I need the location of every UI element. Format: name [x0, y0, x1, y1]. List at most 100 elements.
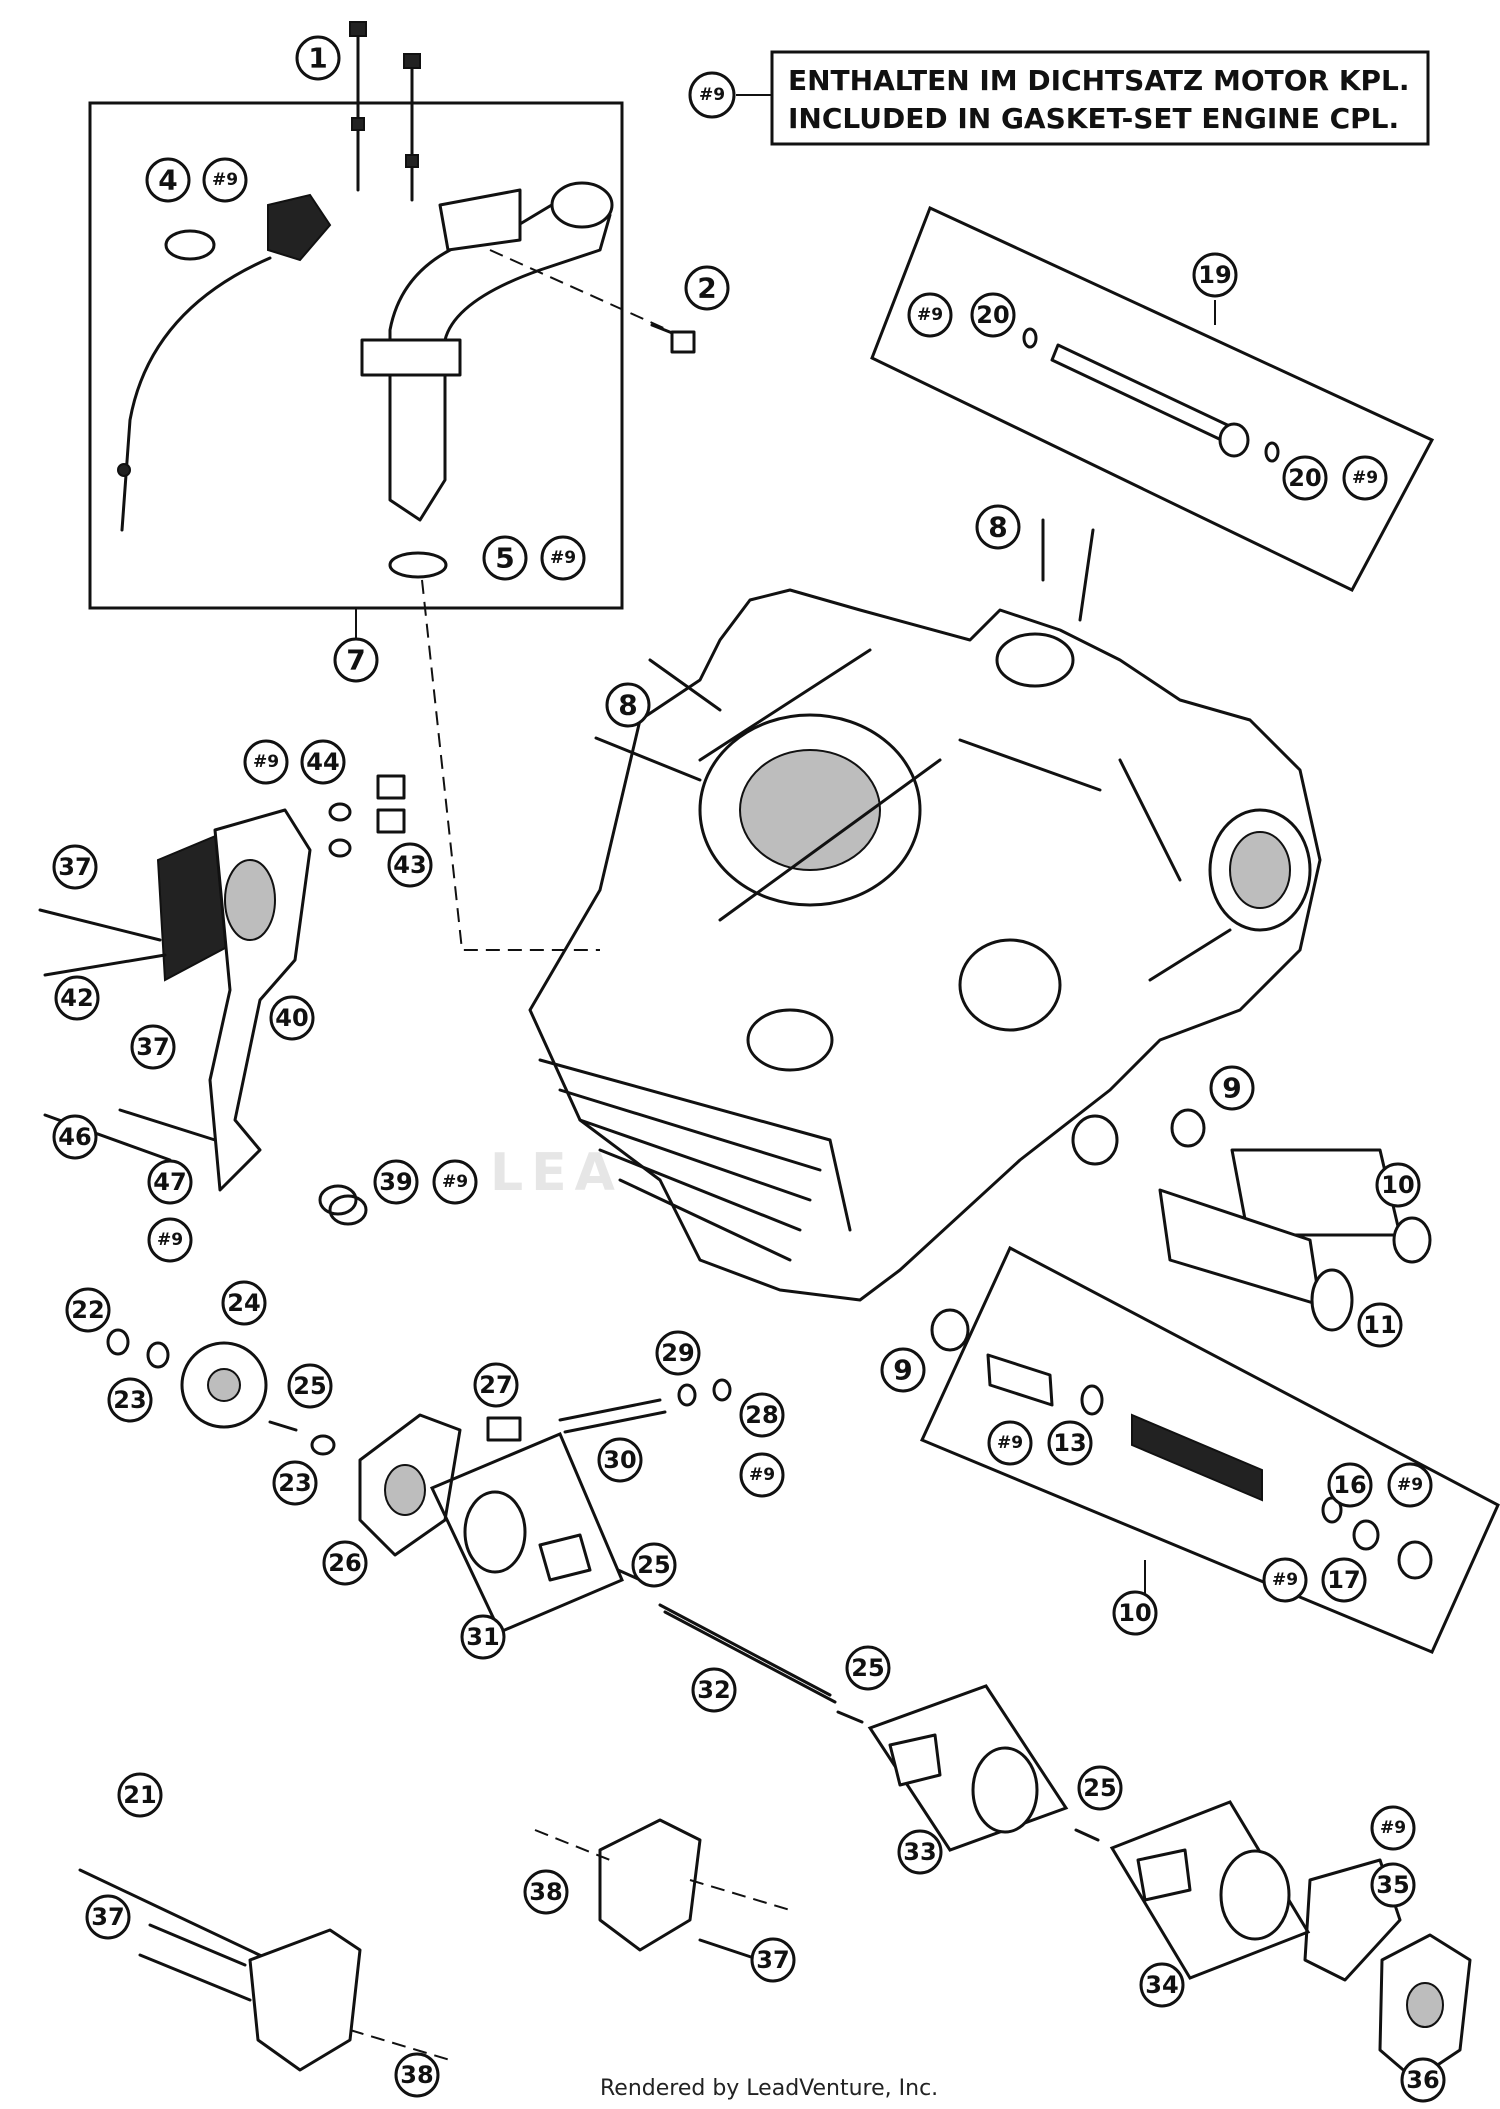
callout-label: 20 [976, 301, 1009, 329]
callout-circle [1370, 1862, 1416, 1908]
callout-label: 9 [1222, 1072, 1241, 1105]
callout-c16g: #9 [1387, 1462, 1433, 1508]
callout-circle [85, 1894, 131, 1940]
callout-c20a: 20 [970, 292, 1016, 338]
callout-c23b: 23 [272, 1460, 318, 1506]
callout-label: 33 [903, 1838, 936, 1866]
callout-c46: 46 [52, 1114, 98, 1160]
callout-c35: 35 [1370, 1862, 1416, 1908]
callout-circle [1375, 1162, 1421, 1208]
callout-label: 10 [1118, 1599, 1151, 1627]
callout-label: 37 [136, 1033, 169, 1061]
callout-circle [970, 292, 1016, 338]
callout-c2: 2 [684, 265, 730, 311]
callout-label: 34 [1145, 1971, 1178, 1999]
cover-36-group [1303, 1858, 1472, 2082]
callout-label: 22 [71, 1296, 104, 1324]
notice-ref-label: #9 [699, 85, 725, 105]
callout-c37b: 37 [130, 1024, 176, 1070]
callout-circle [987, 1420, 1033, 1466]
callout-label: 10 [1381, 1171, 1414, 1199]
callout-circle [107, 1377, 153, 1423]
notice-line-2: INCLUDED IN GASKET-SET ENGINE CPL. [788, 102, 1399, 135]
callout-c29: 29 [655, 1330, 701, 1376]
callout-circle [482, 535, 528, 581]
callout-c37c: 37 [85, 1894, 131, 1940]
callout-circle [473, 1362, 519, 1408]
callout-circle [523, 1869, 569, 1915]
callout-label: 36 [1406, 2066, 1439, 2094]
callout-label: 25 [1083, 1774, 1116, 1802]
callout-c39g: #9 [432, 1159, 478, 1205]
callout-label: #9 [157, 1230, 183, 1250]
callout-label: 23 [113, 1386, 146, 1414]
callout-label: 11 [1363, 1311, 1396, 1339]
callout-circle [597, 1437, 643, 1483]
callout-c38b: 38 [523, 1869, 569, 1915]
rotor-set-31 [429, 1432, 624, 1645]
relief-valve-group [486, 1378, 732, 1442]
callout-label: 8 [988, 511, 1007, 544]
callout-label: 38 [529, 1878, 562, 1906]
callout-circle [1262, 1557, 1308, 1603]
callout-label: #9 [1380, 1818, 1406, 1838]
filler-neck-opening [550, 181, 614, 229]
callout-label: 16 [1333, 1471, 1366, 1499]
callout-c23a: 23 [107, 1377, 153, 1423]
gasket-set-notice: ENTHALTEN IM DICHTSATZ MOTOR KPL. INCLUD… [736, 50, 1430, 146]
callout-c5g: #9 [540, 535, 586, 581]
callout-circle [750, 1937, 796, 1983]
callout-c44: 44 [300, 739, 346, 785]
callout-circle [1047, 1420, 1093, 1466]
callout-label: 24 [227, 1289, 260, 1317]
callout-circle [975, 504, 1021, 550]
callout-circle [655, 1330, 701, 1376]
rotor-set-34 [1109, 1800, 1311, 1990]
callout-circle [1387, 1462, 1433, 1508]
pump-cover-left-group [78, 1868, 451, 2072]
callout-label: 30 [603, 1446, 636, 1474]
callout-c11: 11 [1357, 1302, 1403, 1348]
callout-circle [1342, 455, 1388, 501]
callout-label: 23 [278, 1469, 311, 1497]
callout-label: 25 [293, 1372, 326, 1400]
callout-circle [373, 1159, 419, 1205]
dipstick-rod [120, 256, 272, 532]
callout-circle [52, 1114, 98, 1160]
callout-c20g: #9 [1342, 455, 1388, 501]
callout-label: 13 [1053, 1429, 1086, 1457]
callout-label: #9 [917, 305, 943, 325]
callout-c38a: 38 [394, 2052, 440, 2098]
callout-circle [631, 1542, 677, 1588]
callout-c8a: 8 [975, 504, 1021, 550]
callout-label: 35 [1376, 1871, 1409, 1899]
callout-circle [117, 1772, 163, 1818]
callout-label: 39 [379, 1168, 412, 1196]
callout-circle [322, 1540, 368, 1586]
callout-circle [145, 157, 191, 203]
callout-circle [65, 1287, 111, 1333]
piston-27 [486, 1416, 522, 1442]
seal-9a [1170, 1108, 1206, 1148]
callout-label: #9 [212, 170, 238, 190]
callout-circle [295, 35, 341, 81]
callout-c35g: #9 [1370, 1805, 1416, 1851]
callout-label: 40 [275, 1004, 308, 1032]
callout-circle [432, 1159, 478, 1205]
callout-circle [684, 265, 730, 311]
callout-c47: 47 [147, 1159, 193, 1205]
rotor-set-33 [867, 1684, 1069, 1862]
callout-circle [460, 1614, 506, 1660]
callout-c26: 26 [322, 1540, 368, 1586]
callout-circle [387, 842, 433, 888]
callout-label: 17 [1327, 1566, 1360, 1594]
engine-crankcase [421, 579, 1322, 1302]
callout-c10a: 10 [1375, 1162, 1421, 1208]
callout-label: 7 [346, 644, 365, 677]
callout-circle [1139, 1962, 1185, 2008]
oil-pump-opening [746, 1008, 834, 1072]
callout-circle [147, 1159, 193, 1205]
callout-label: 37 [58, 853, 91, 881]
callout-c7: 7 [333, 637, 379, 683]
